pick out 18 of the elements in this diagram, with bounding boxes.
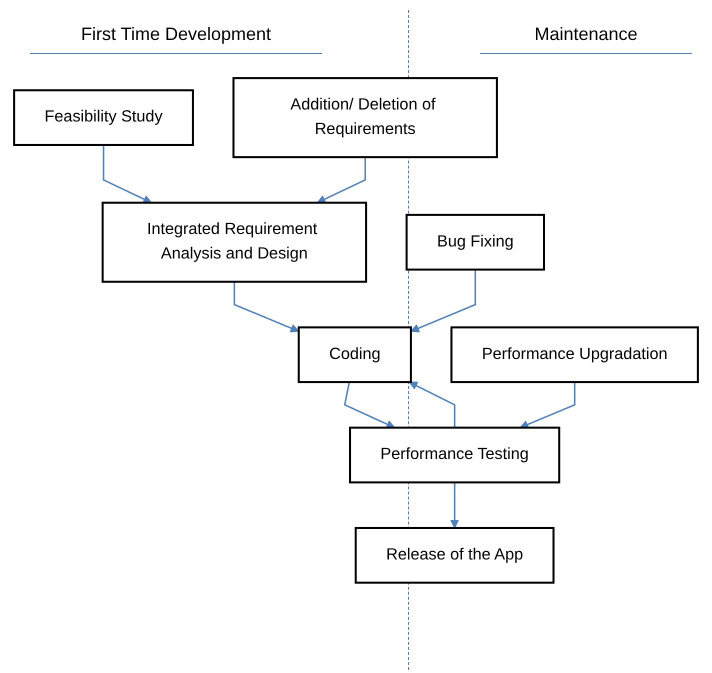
arrow bbox=[316, 157, 366, 204]
arrow bbox=[102, 144, 152, 204]
arrow bbox=[520, 382, 576, 429]
node-box: Coding bbox=[298, 326, 412, 384]
arrow bbox=[410, 270, 476, 332]
node-box: Performance Upgradation bbox=[450, 326, 699, 384]
node-box: Feasibility Study bbox=[13, 89, 194, 146]
node-box: Integrated Requirement Analysis and Design bbox=[102, 202, 368, 283]
node-box: Performance Testing bbox=[349, 426, 560, 484]
arrow bbox=[344, 382, 396, 428]
arrow bbox=[234, 282, 300, 332]
column-heading: Maintenance bbox=[480, 24, 692, 54]
arrow bbox=[450, 482, 460, 528]
node-box: Bug Fixing bbox=[406, 214, 546, 271]
node-box: Release of the App bbox=[354, 526, 555, 584]
column-heading: First Time Development bbox=[30, 24, 322, 54]
node-box: Addition/ Deletion of Requirements bbox=[232, 77, 498, 158]
arrow bbox=[408, 382, 456, 428]
